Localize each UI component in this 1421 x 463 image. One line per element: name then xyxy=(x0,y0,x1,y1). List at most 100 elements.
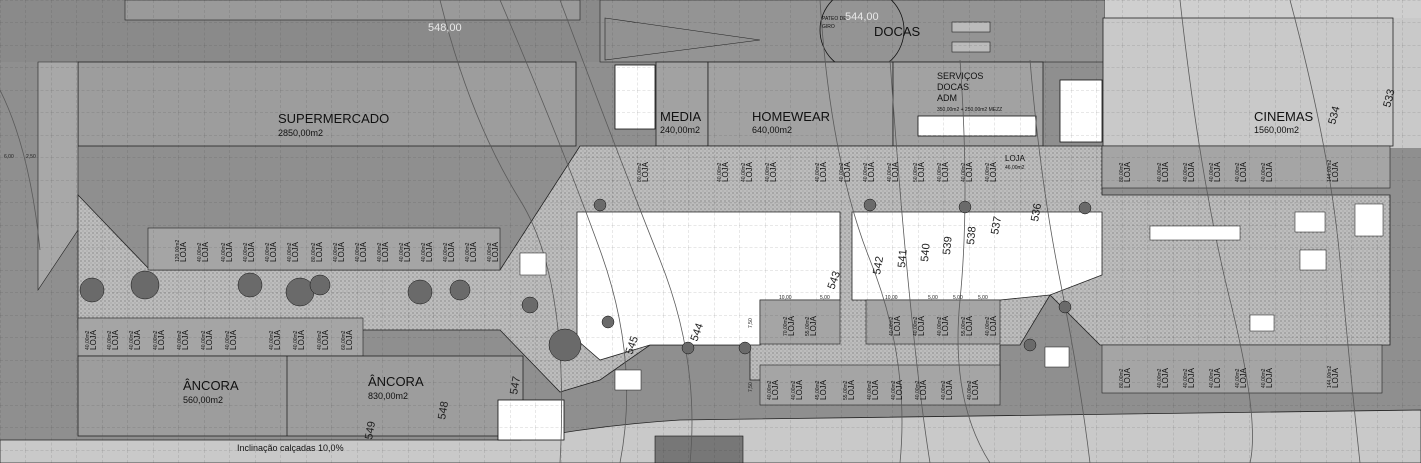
store-tag-area: 40,00m2 xyxy=(487,242,493,262)
store-tag-label: LOJA xyxy=(1213,367,1222,388)
store-tag-label: LOJA xyxy=(819,379,828,400)
store-tag-area: 55,00m2 xyxy=(843,380,849,400)
store-tag-label: LOJA xyxy=(893,315,902,336)
contour-536: 536 xyxy=(1029,202,1044,222)
store-tag-area: 40,00m2 xyxy=(717,162,723,182)
servicos-adm-label: ADM xyxy=(937,93,957,103)
store-tag-label: LOJA xyxy=(89,329,98,350)
store-tag-area: 40,00m2 xyxy=(985,316,991,336)
store-tag-label: LOJA xyxy=(941,315,950,336)
store-tag-area: 40,00m2 xyxy=(399,242,405,262)
store-tag-label: LOJA xyxy=(965,315,974,336)
store-tag-area: 40,00m2 xyxy=(153,330,159,350)
store-tag-area: 40,00m2 xyxy=(421,242,427,262)
store-tag-label: LOJA xyxy=(1161,161,1170,182)
supermercado-label: SUPERMERCADO xyxy=(278,111,389,126)
store-tag-area: 40,00m2 xyxy=(177,330,183,350)
store-tag-label: LOJA xyxy=(133,329,142,350)
patio-label: PATEO DE xyxy=(822,16,847,22)
contour-547: 547 xyxy=(508,375,523,395)
store-tag-area: 40,00m2 xyxy=(1209,162,1215,182)
contour-538: 538 xyxy=(965,226,979,245)
store-tag-label: LOJA xyxy=(989,315,998,336)
store-tag-area: 40,00m2 xyxy=(913,316,919,336)
store-tag-area: 40,00m2 xyxy=(765,162,771,182)
store-tag-area: 40,00m2 xyxy=(1183,368,1189,388)
store-tag-area: 40,00m2 xyxy=(839,162,845,182)
store-tag-label: LOJA xyxy=(891,161,900,182)
store-tag-area: 60,00m2 xyxy=(341,330,347,350)
store-tag-label: LOJA xyxy=(871,379,880,400)
store-tag-area: 40,00m2 xyxy=(1183,162,1189,182)
store-tag-area: 144,00m2 xyxy=(1327,160,1333,182)
store-tag-area: 45,00m2 xyxy=(815,380,821,400)
dim-5-b: 5,00 xyxy=(928,295,938,301)
store-tag-area: 40,00m2 xyxy=(863,162,869,182)
store-tag-label: LOJA xyxy=(769,161,778,182)
landscape-trees xyxy=(79,198,1092,362)
store-tag-label: LOJA xyxy=(491,241,500,262)
store-tag-area: 40,00m2 xyxy=(221,242,227,262)
store-tag-label: LOJA xyxy=(205,329,214,350)
store-tag-label: LOJA xyxy=(847,379,856,400)
store-tag-label: LOJA xyxy=(1331,367,1340,388)
store-tag-label: LOJA xyxy=(179,241,188,262)
store-tag-label: LOJA xyxy=(157,329,166,350)
store-tag-label: LOJA xyxy=(771,379,780,400)
store-tag-area: 40,00m2 xyxy=(767,380,773,400)
ancora-2-area: 830,00m2 xyxy=(368,391,408,401)
store-tag-area: 40,00m2 xyxy=(791,380,797,400)
store-tag-area: 40,00m2 xyxy=(967,380,973,400)
store-tag-label: LOJA xyxy=(447,241,456,262)
store-tag-label: LOJA xyxy=(359,241,368,262)
store-tag-area: 70,00m2 xyxy=(783,316,789,336)
store-tag-area: 40,00m2 xyxy=(937,162,943,182)
store-tag-area: 40,00m2 xyxy=(915,380,921,400)
store-tag-area: 40,00m2 xyxy=(85,330,91,350)
store-tag-area: 55,00m2 xyxy=(961,316,967,336)
dim-5-d: 5,00 xyxy=(978,295,988,301)
store-tag-area: 40,00m2 xyxy=(465,242,471,262)
store-tag-label: LOJA xyxy=(1187,161,1196,182)
contour-540: 540 xyxy=(919,243,933,262)
store-tag-area: 40,00m2 xyxy=(1157,368,1163,388)
store-tag-label: LOJA xyxy=(111,329,120,350)
contour-533: 533 xyxy=(1381,88,1397,109)
store-tag-area: 40,00m2 xyxy=(287,242,293,262)
store-tag-label: LOJA xyxy=(229,329,238,350)
store-tag-label: LOJA xyxy=(971,379,980,400)
contour-543: 543 xyxy=(826,270,844,291)
store-tag-label: LOJA xyxy=(1161,367,1170,388)
store-tag-label: LOJA xyxy=(297,329,306,350)
store-tag-area: 40,00m2 xyxy=(443,242,449,262)
store-tag-area: 40,00m2 xyxy=(225,330,231,350)
ancora-2-label: ÂNCORA xyxy=(368,374,424,389)
store-tag-area: 40,00m2 xyxy=(269,330,275,350)
store-tag-label: LOJA xyxy=(1187,367,1196,388)
contour-539: 539 xyxy=(941,236,955,255)
loja-46-label: LOJA xyxy=(1005,154,1026,163)
store-tag-label: LOJA xyxy=(745,161,754,182)
store-tag-label: LOJA xyxy=(1239,161,1248,182)
contour-544b: 544 xyxy=(689,322,707,343)
store-tag-area: 80,00m2 xyxy=(637,162,643,182)
store-tag-area: 40,00m2 xyxy=(317,330,323,350)
store-tag-label: LOJA xyxy=(337,241,346,262)
store-tag-area: 40,00m2 xyxy=(377,242,383,262)
store-tag-area: 40,00m2 xyxy=(1209,368,1215,388)
contour-545: 545 xyxy=(624,335,642,356)
store-tag-area: 40,00m2 xyxy=(197,242,203,262)
store-tag-label: LOJA xyxy=(403,241,412,262)
dim-250: 2,50 xyxy=(26,154,36,160)
store-tag-area: 40,00m2 xyxy=(889,316,895,336)
store-tag-area: 80,00m2 xyxy=(1119,368,1125,388)
slope-note: Inclinação calçadas 10,0% xyxy=(237,443,344,453)
store-tag-area: 40,00m2 xyxy=(1261,368,1267,388)
store-tag-area: 40,00m2 xyxy=(1157,162,1163,182)
store-tag-label: LOJA xyxy=(787,315,796,336)
store-tag-area: 50,00m2 xyxy=(913,162,919,182)
store-tag-label: LOJA xyxy=(819,161,828,182)
store-tag-label: LOJA xyxy=(321,329,330,350)
